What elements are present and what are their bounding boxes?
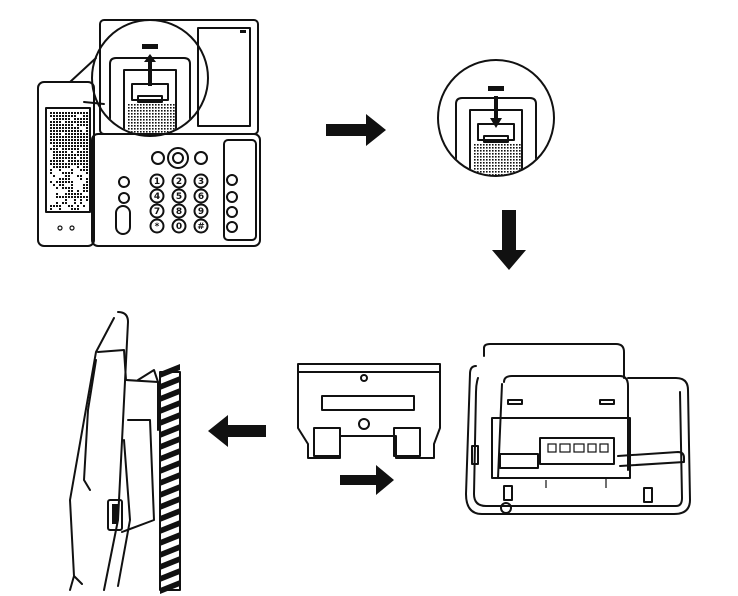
wall <box>159 364 181 594</box>
phone-front-view: 1 2 3 4 5 6 7 8 9 * 0 # <box>37 19 261 247</box>
dial-keypad: 1 2 3 4 5 6 7 8 9 * 0 # <box>149 173 209 234</box>
keypad-key: * <box>149 218 165 234</box>
keypad-key-label: 7 <box>154 207 160 217</box>
keypad-key-label: * <box>155 222 160 232</box>
volume-key <box>115 205 131 235</box>
keypad-key-label: 0 <box>176 222 182 232</box>
hookswitch-reinsert-bubble <box>437 59 555 177</box>
foot-slot <box>643 487 653 503</box>
keypad-key: 1 <box>149 173 165 189</box>
keypad-key: 6 <box>193 188 209 204</box>
keypad-key-label: 3 <box>198 177 204 187</box>
mount-plate <box>491 417 631 479</box>
keypad-key: 0 <box>171 218 187 234</box>
keypad-key: 5 <box>171 188 187 204</box>
foot-slot <box>503 485 513 501</box>
right-arrow-icon <box>326 114 386 146</box>
keypad-key: 3 <box>193 173 209 189</box>
keypad-key-label: 8 <box>176 207 182 217</box>
handset <box>37 81 95 247</box>
keypad-key: # <box>193 218 209 234</box>
keypad-key: 9 <box>193 203 209 219</box>
down-arrow-icon <box>492 210 526 270</box>
side-keys <box>226 174 238 233</box>
ports <box>547 443 609 453</box>
side-key-panel <box>223 139 257 241</box>
hookswitch-tab <box>142 44 158 49</box>
port-panel <box>539 437 615 465</box>
zoom-grille-a <box>128 104 175 135</box>
keypad-key: 4 <box>149 188 165 204</box>
speaker-grille <box>50 112 88 210</box>
navigation-cluster <box>151 147 208 169</box>
zoom-grille-b <box>474 144 521 175</box>
hookswitch-tab <box>488 86 504 91</box>
phone-screen <box>197 27 251 127</box>
down-arrow-icon <box>490 96 502 128</box>
right-arrow-icon <box>340 465 394 495</box>
wall-mount-bracket <box>297 363 441 459</box>
side-switch <box>107 499 123 531</box>
phone-side-view-wall-mounted <box>69 311 181 594</box>
keypad-key-label: 6 <box>198 192 204 202</box>
phone-back-view <box>465 343 691 515</box>
keypad-key: 7 <box>149 203 165 219</box>
keypad-key-label: 9 <box>198 207 204 217</box>
keypad-key: 2 <box>171 173 187 189</box>
function-keys <box>115 176 131 235</box>
keypad-key-label: 4 <box>154 192 160 202</box>
left-arrow-icon <box>208 415 266 447</box>
keypad-key-label: 2 <box>176 177 182 187</box>
keypad-key-label: # <box>197 222 205 232</box>
phone-screen-frame <box>99 19 259 135</box>
hookswitch-zoom-bubble <box>69 19 209 137</box>
keypad-key-label: 1 <box>154 177 160 187</box>
keypad-key-label: 5 <box>176 192 182 202</box>
up-arrow-icon <box>144 54 156 86</box>
keypad-key: 8 <box>171 203 187 219</box>
